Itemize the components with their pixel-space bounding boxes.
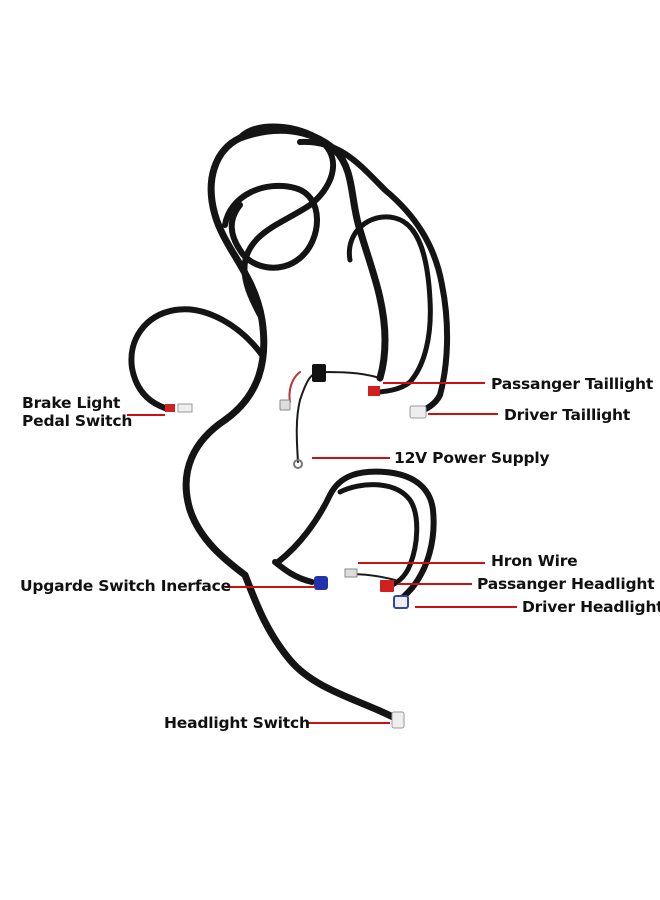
passanger-headlight-connector bbox=[380, 580, 394, 592]
label-hron-wire: Hron Wire bbox=[491, 552, 578, 570]
brake-connector-red bbox=[165, 404, 175, 412]
ring-terminal bbox=[293, 459, 303, 469]
label-brake-light-line2: Pedal Switch bbox=[22, 412, 133, 430]
headlight-switch-connector bbox=[391, 711, 405, 729]
power-supply-red-wire bbox=[288, 371, 301, 403]
driver-taillight-connector bbox=[409, 405, 427, 419]
label-driver-headlight: Driver Headlight bbox=[522, 598, 660, 616]
brake-light-branch-wire bbox=[128, 306, 265, 411]
label-brake-light: Brake Light Pedal Switch bbox=[22, 394, 132, 430]
label-passanger-taillight: Passanger Taillight bbox=[491, 375, 654, 393]
fuse-holder bbox=[312, 364, 326, 382]
top-loop-wire bbox=[237, 123, 337, 318]
right-inner-loop-wire bbox=[346, 214, 433, 395]
harness-wires bbox=[128, 123, 451, 722]
label-upgarde-switch: Upgarde Switch Inerface bbox=[20, 577, 231, 595]
power-supply-wire bbox=[295, 371, 381, 463]
passanger-taillight-connector bbox=[368, 386, 380, 396]
fuse-holder-base bbox=[279, 399, 291, 411]
label-headlight-switch: Headlight Switch bbox=[164, 714, 310, 732]
brake-connector-white bbox=[177, 403, 193, 413]
headlight-loop-wire bbox=[275, 468, 437, 606]
label-driver-taillight: Driver Taillight bbox=[504, 406, 631, 424]
hron-wire-connector bbox=[344, 568, 358, 578]
label-passanger-headlight: Passanger Headlight bbox=[477, 575, 655, 593]
driver-headlight-connector bbox=[393, 595, 409, 609]
pointer-lines bbox=[127, 382, 517, 724]
right-loop-wire bbox=[297, 138, 451, 415]
label-power-supply: 12V Power Supply bbox=[394, 449, 550, 467]
upgarde-switch-connector bbox=[314, 576, 328, 590]
upgarde-switch-branch-wire bbox=[272, 559, 315, 585]
inner-loop-wire bbox=[222, 182, 320, 271]
label-brake-light-line1: Brake Light bbox=[22, 394, 121, 412]
connectors bbox=[165, 364, 427, 729]
headlight-inner-wire bbox=[337, 482, 420, 591]
